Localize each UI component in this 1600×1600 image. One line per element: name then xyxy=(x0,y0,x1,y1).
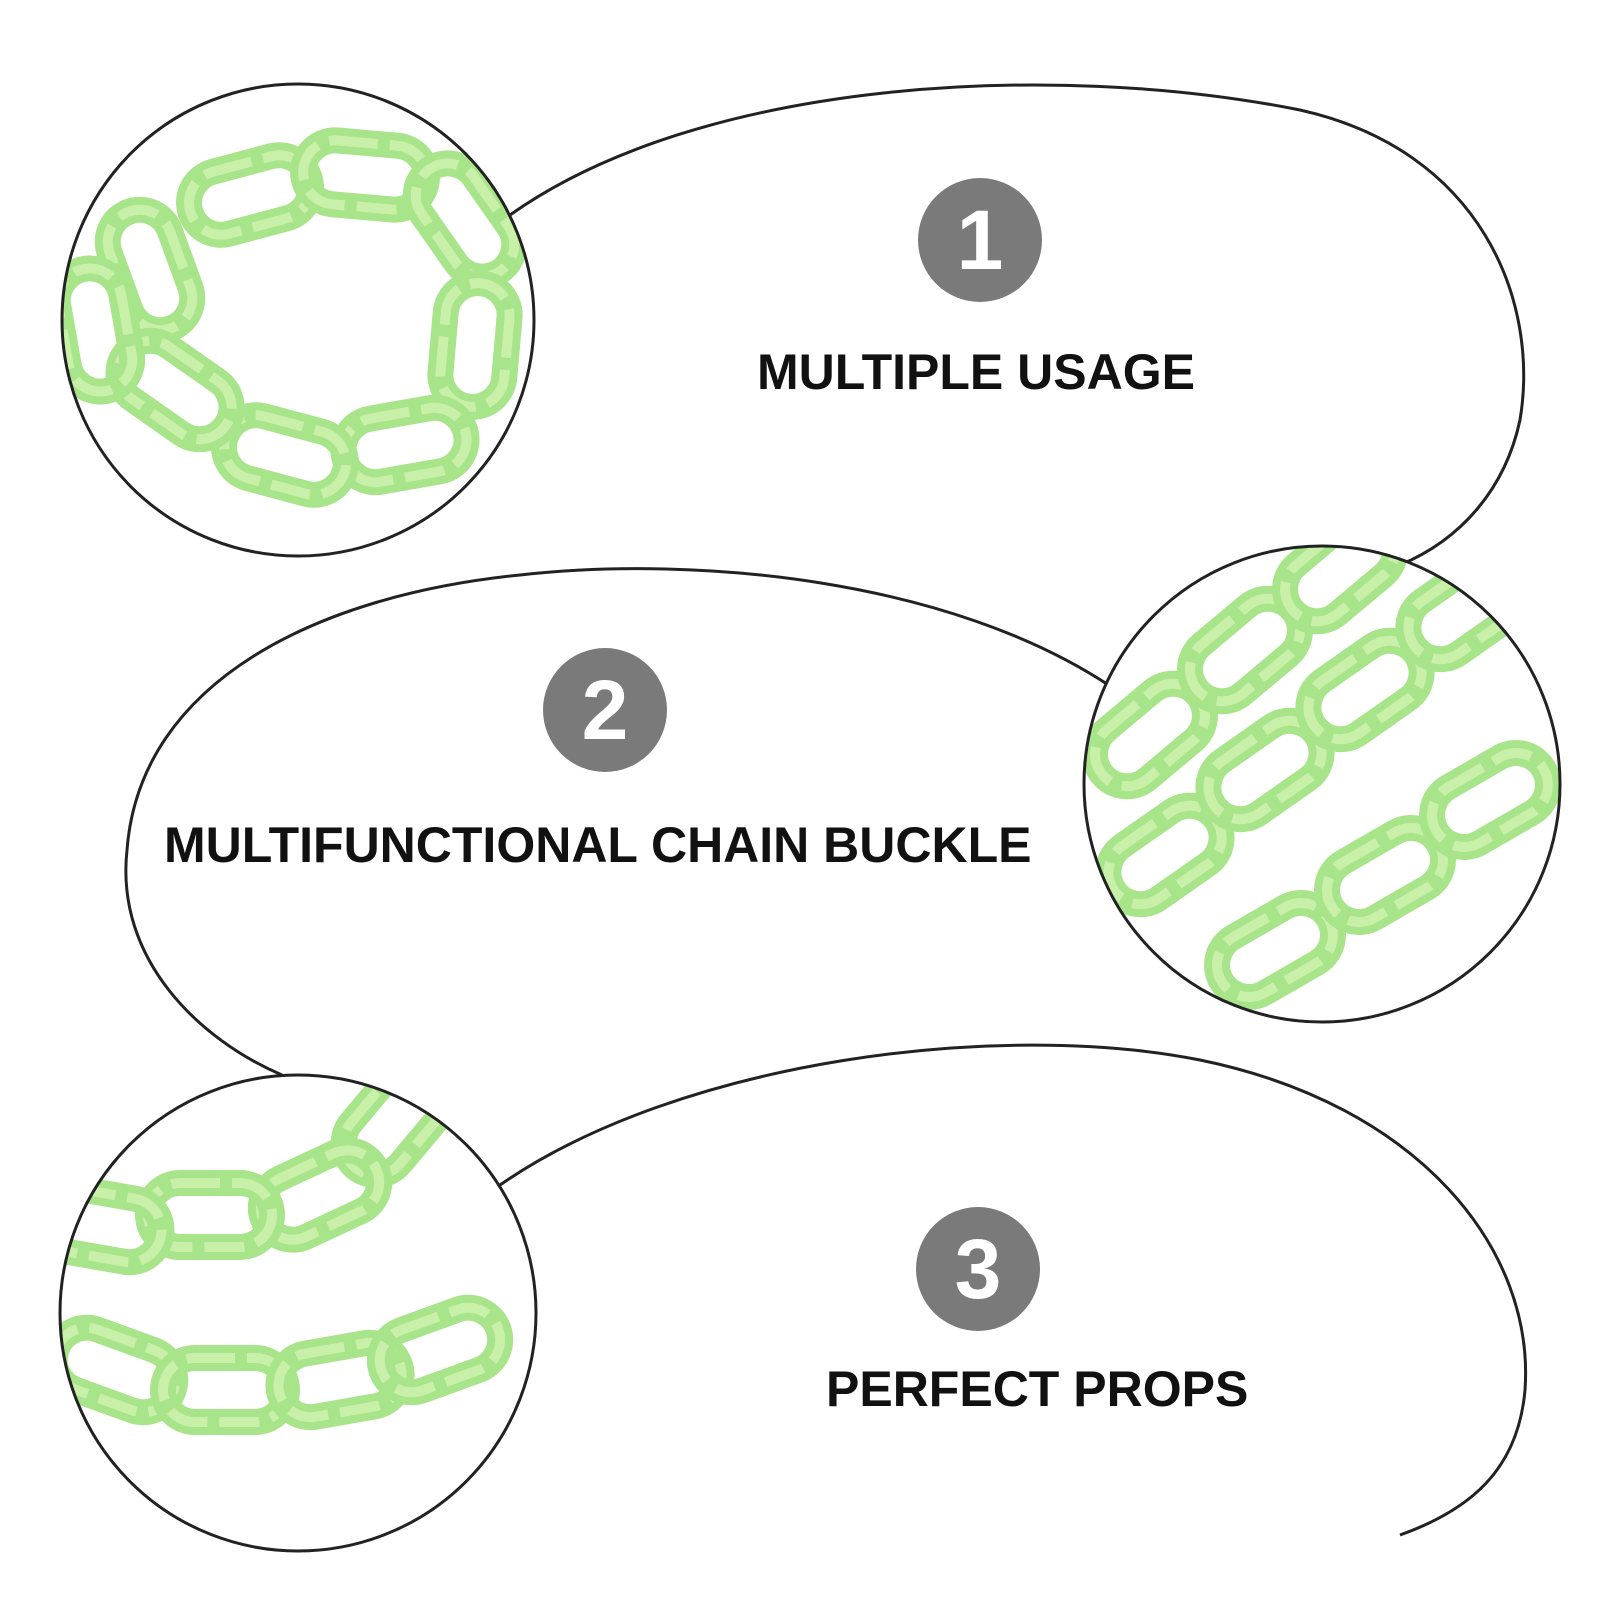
chain-photo-1 xyxy=(60,82,536,558)
feature-label-1: MULTIPLE USAGE xyxy=(757,344,1195,400)
outline-arc xyxy=(509,83,1526,567)
outline-arc xyxy=(499,1043,1528,1537)
feature-label-2: MULTIFUNCTIONAL CHAIN BUCKLE xyxy=(164,817,1032,873)
number-badge-3: 3 xyxy=(916,1207,1040,1331)
chain-photo-2 xyxy=(1082,544,1562,1024)
number-badge-1: 1 xyxy=(918,178,1042,302)
outline-arc xyxy=(124,567,1111,1077)
number-badge-2: 2 xyxy=(543,648,667,772)
chain-photo-3 xyxy=(58,1073,538,1553)
feature-label-3: PERFECT PROPS xyxy=(826,1361,1249,1417)
